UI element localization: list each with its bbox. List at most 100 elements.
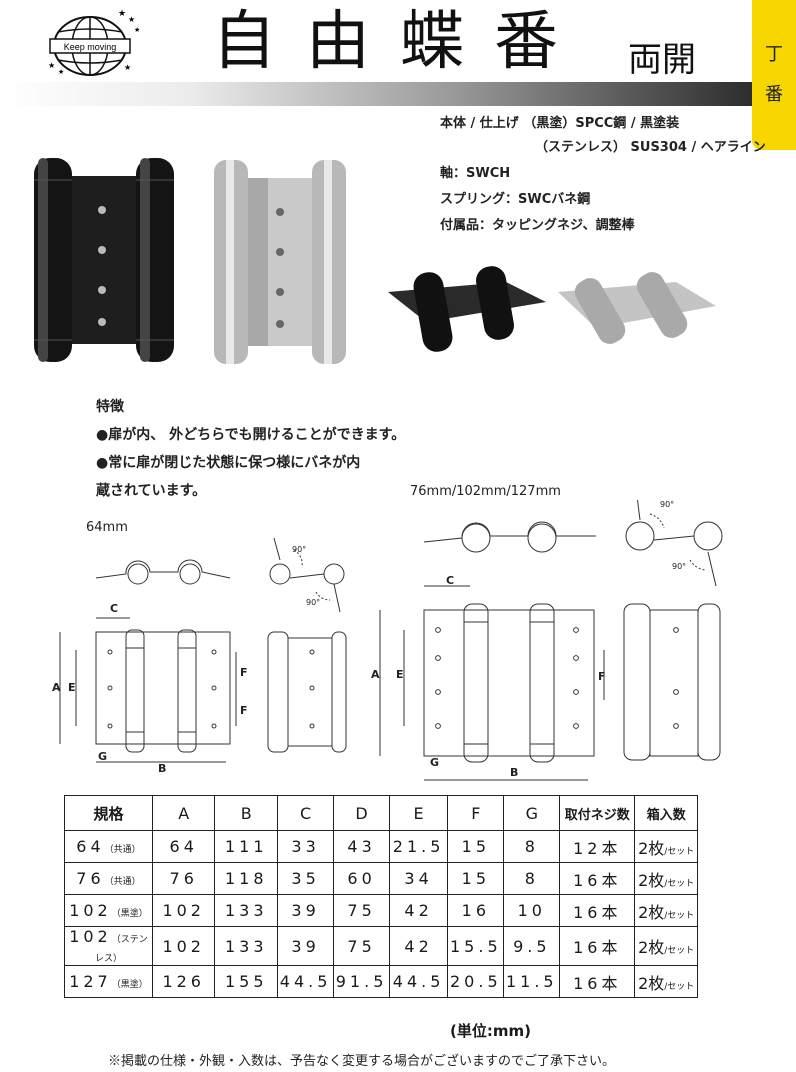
svg-text:★: ★ [58,68,64,76]
svg-text:★: ★ [124,63,131,72]
col-header: B [214,795,279,831]
cell-b: 133 [214,926,279,966]
spec-stainless: （ステンレス） SUS304 / ヘアライン [535,140,766,155]
cell-a: 64 [151,830,216,863]
spec-accessories: 付属品：タッピングネジ、調整棒 [440,218,635,233]
cell-screws: 12本 [559,830,636,863]
cell-c: 39 [277,926,335,966]
page-title: 自由蝶番 [212,5,588,79]
dim-label-c: C [446,574,455,587]
cell-f: 16 [447,894,505,927]
cell-screws: 16本 [559,862,636,895]
cell-c: 44.5 [277,965,335,998]
footer-notice: ※掲載の仕様・外観・入数は、予告なく変更する場合がございますのでご了承下さい。 [108,1054,616,1069]
dim-label-d: E [68,681,76,694]
svg-text:★: ★ [128,15,135,24]
dim-label-b: B [158,762,167,775]
cell-size: 127（黒塗） [64,965,153,998]
cell-f: 15 [447,830,505,863]
cell-c: 35 [277,862,335,895]
cell-c: 33 [277,830,335,863]
cell-e: 42 [388,926,449,966]
cell-d: 75 [333,926,390,966]
cell-g: 9.5 [503,926,561,966]
table-header-row: 規格 A B C D E F G 取付ネジ数 箱入数 [64,795,698,831]
dim-label-e: F [240,704,248,717]
side-tab-char: 番 [765,84,783,105]
cell-g: 8 [503,830,561,863]
angle-label: 90° [306,598,321,607]
cell-a: 76 [151,862,216,895]
side-tab-char: 丁 [765,44,783,65]
technical-drawings [59,500,723,781]
diagram-label-large: 76mm/102mm/127mm [410,484,561,499]
cell-a: 102 [151,894,216,927]
features-heading: 特徴 [96,399,124,415]
feature-line: 蔵されています。 [96,483,207,499]
cell-g: 10 [503,894,561,927]
cell-d: 91.5 [333,965,390,998]
cell-screws: 16本 [559,894,636,927]
dim-label-e: F [240,666,248,679]
cell-b: 111 [214,830,279,863]
black-hinge-angle-photo [388,266,546,352]
angle-label: 90° [292,545,307,554]
cell-size: 102（黒塗） [64,894,153,927]
cell-d: 60 [333,862,390,895]
page-subtitle: 両開 [628,40,696,80]
cell-a: 126 [151,965,216,998]
cell-box: 2枚/セット [634,926,698,966]
feature-line: ●常に扉が閉じた状態に保つ様にバネが内 [96,455,361,471]
cell-size: 64（共通） [64,830,153,863]
col-header: 規格 [64,795,153,831]
svg-text:★: ★ [118,9,126,19]
black-hinge-photo [34,158,174,362]
category-side-tab: 丁 番 [752,0,796,150]
cell-size: 76（共通） [64,862,153,895]
dim-label-e: F [598,670,606,683]
cell-f: 20.5 [447,965,505,998]
cell-e: 21.5 [388,830,449,863]
stainless-hinge-photo [214,160,346,364]
dim-label-c: C [110,602,119,615]
cell-e: 44.5 [388,965,449,998]
angle-label: 90° [672,562,687,571]
feature-line: ●扉が内、 外どちらでも開けることができます。 [96,427,406,443]
spec-spring: スプリング：SWCバネ鋼 [440,192,591,207]
cell-g: 11.5 [503,965,561,998]
dim-label-a: A [52,681,61,694]
cell-e: 34 [388,862,449,895]
col-header: C [277,795,335,831]
dim-label-a: A [371,668,380,681]
cell-box: 2枚/セット [634,830,698,863]
spec-shaft: 軸：SWCH [440,166,511,181]
dim-label-f: G [98,750,108,763]
cell-a: 102 [151,926,216,966]
cell-box: 2枚/セット [634,862,698,895]
cell-e: 42 [388,894,449,927]
cell-b: 155 [214,965,279,998]
cell-c: 39 [277,894,335,927]
col-header: 取付ネジ数 [559,795,636,831]
cell-f: 15 [447,862,505,895]
cell-f: 15.5 [447,926,505,966]
dim-label-b: B [510,766,519,779]
cell-b: 118 [214,862,279,895]
dim-label-f: G [430,756,440,769]
globe-logo-icon: Keep moving ★★★ ★★★ [48,9,140,76]
cell-screws: 16本 [559,965,636,998]
col-header: 箱入数 [634,795,698,831]
cell-box: 2枚/セット [634,965,698,998]
cell-box: 2枚/セット [634,894,698,927]
svg-text:★: ★ [48,61,55,70]
unit-label: (単位:mm) [450,1022,531,1040]
cell-size: 102（ステンレス） [64,926,153,966]
col-header: E [388,795,449,831]
col-header: G [503,795,561,831]
stainless-hinge-angle-photo [558,272,716,344]
